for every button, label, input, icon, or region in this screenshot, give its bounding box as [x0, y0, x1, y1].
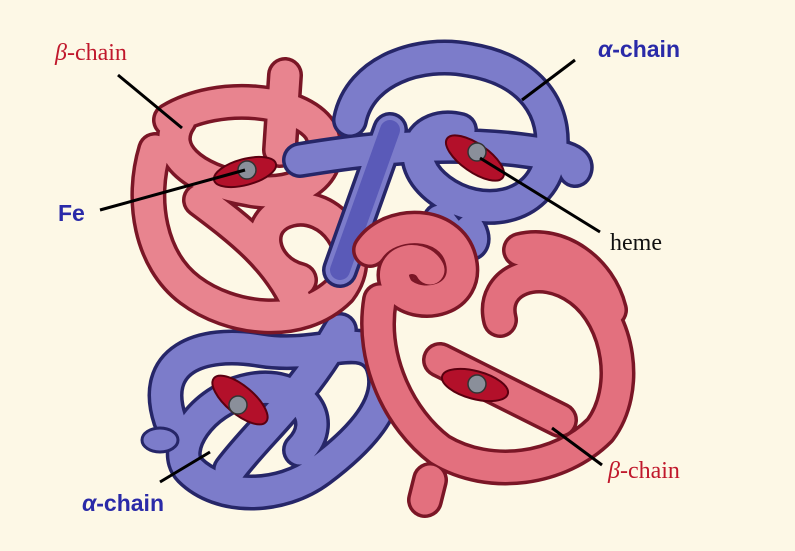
leader-heme — [479, 156, 601, 234]
heme-top-left — [212, 155, 278, 189]
heme-bottom-right — [440, 367, 510, 403]
chain-text: -chain — [612, 36, 680, 62]
heme-top-right — [445, 134, 505, 182]
leader-alpha-top — [521, 58, 576, 102]
label-beta-chain-bottom: β-chain — [608, 458, 680, 485]
beta-chain-bottom-right — [352, 210, 636, 518]
chain-text: -chain — [66, 40, 127, 66]
heme-bottom-left — [211, 374, 269, 426]
beta-symbol: β — [55, 40, 67, 66]
label-fe: Fe — [58, 200, 85, 226]
leader-beta-top — [117, 73, 183, 130]
leader-fe — [99, 168, 246, 212]
chain-text: -chain — [619, 458, 680, 484]
beta-symbol: β — [608, 458, 620, 484]
chain-text: -chain — [96, 490, 164, 516]
leader-alpha-bottom — [159, 450, 211, 484]
alpha-symbol: α — [598, 36, 613, 62]
label-alpha-chain-bottom: α-chain — [82, 490, 164, 517]
alpha-symbol: α — [82, 490, 97, 516]
label-beta-chain-top: β-chain — [55, 40, 127, 67]
label-alpha-chain-top: α-chain — [598, 36, 680, 63]
beta-chain-top-left — [130, 57, 369, 335]
alpha-chain-top-right — [282, 39, 594, 288]
label-heme: heme — [610, 230, 662, 256]
leader-beta-bottom — [551, 426, 603, 467]
